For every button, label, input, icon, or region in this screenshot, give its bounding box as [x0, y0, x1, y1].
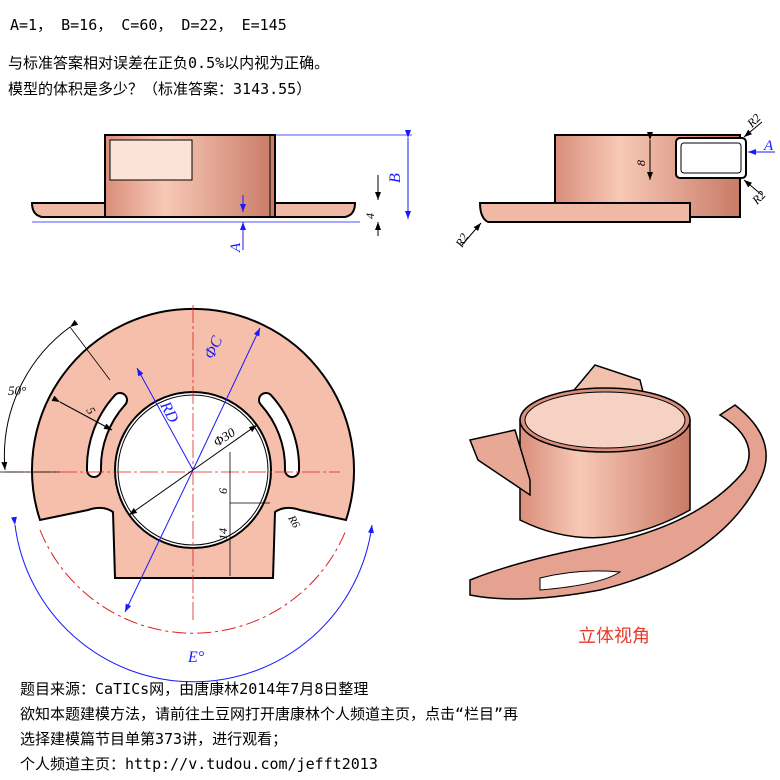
dim-label-4: 4 — [363, 213, 377, 219]
dim-label-b: B — [387, 173, 404, 183]
side-view: 8 A R2 R2 R2 — [452, 111, 775, 250]
dim-label-a-side: A — [763, 138, 774, 154]
tolerance-note: 与标准答案相对误差在正负0.5%以内视为正确。 — [8, 54, 330, 72]
isometric-view: 立体视角 — [468, 364, 767, 647]
top-view: ΦC RD Φ30 50° 5 6 14 R6 E° — [0, 305, 374, 683]
dim-label-e: E° — [187, 649, 205, 666]
dim-label-r6: R6 — [285, 513, 302, 531]
dim-label-r2-flange: R2 — [452, 231, 471, 250]
dim-label-50deg: 50° — [8, 383, 26, 398]
dim-label-14: 14 — [216, 528, 230, 540]
question-text: 模型的体积是多少？（标准答案：3143.55） — [8, 80, 312, 98]
source-note: 题目来源：CaTICs网，由唐康林2014年7月8日整理 — [20, 680, 369, 698]
parameter-values: A=1， B=16， C=60， D=22， E=145 — [10, 16, 287, 34]
dim-label-a: A — [228, 242, 244, 253]
dim-label-r2-top: R2 — [744, 111, 764, 131]
instruction-line-1: 欲知本题建模方法，请前往土豆网打开唐康林个人频道主页，点击“栏目”再 — [20, 705, 519, 723]
dim-label-r2-bottom: R2 — [749, 188, 769, 208]
instruction-line-2: 选择建模篇节目单第373讲，进行观看； — [20, 730, 288, 748]
isometric-caption: 立体视角 — [578, 626, 650, 647]
dim-label-6: 6 — [216, 488, 230, 494]
homepage-link[interactable]: 个人频道主页：http://v.tudou.com/jefft2013 — [20, 755, 378, 773]
front-view: B 4 A — [30, 130, 412, 253]
dim-label-8: 8 — [634, 160, 648, 166]
